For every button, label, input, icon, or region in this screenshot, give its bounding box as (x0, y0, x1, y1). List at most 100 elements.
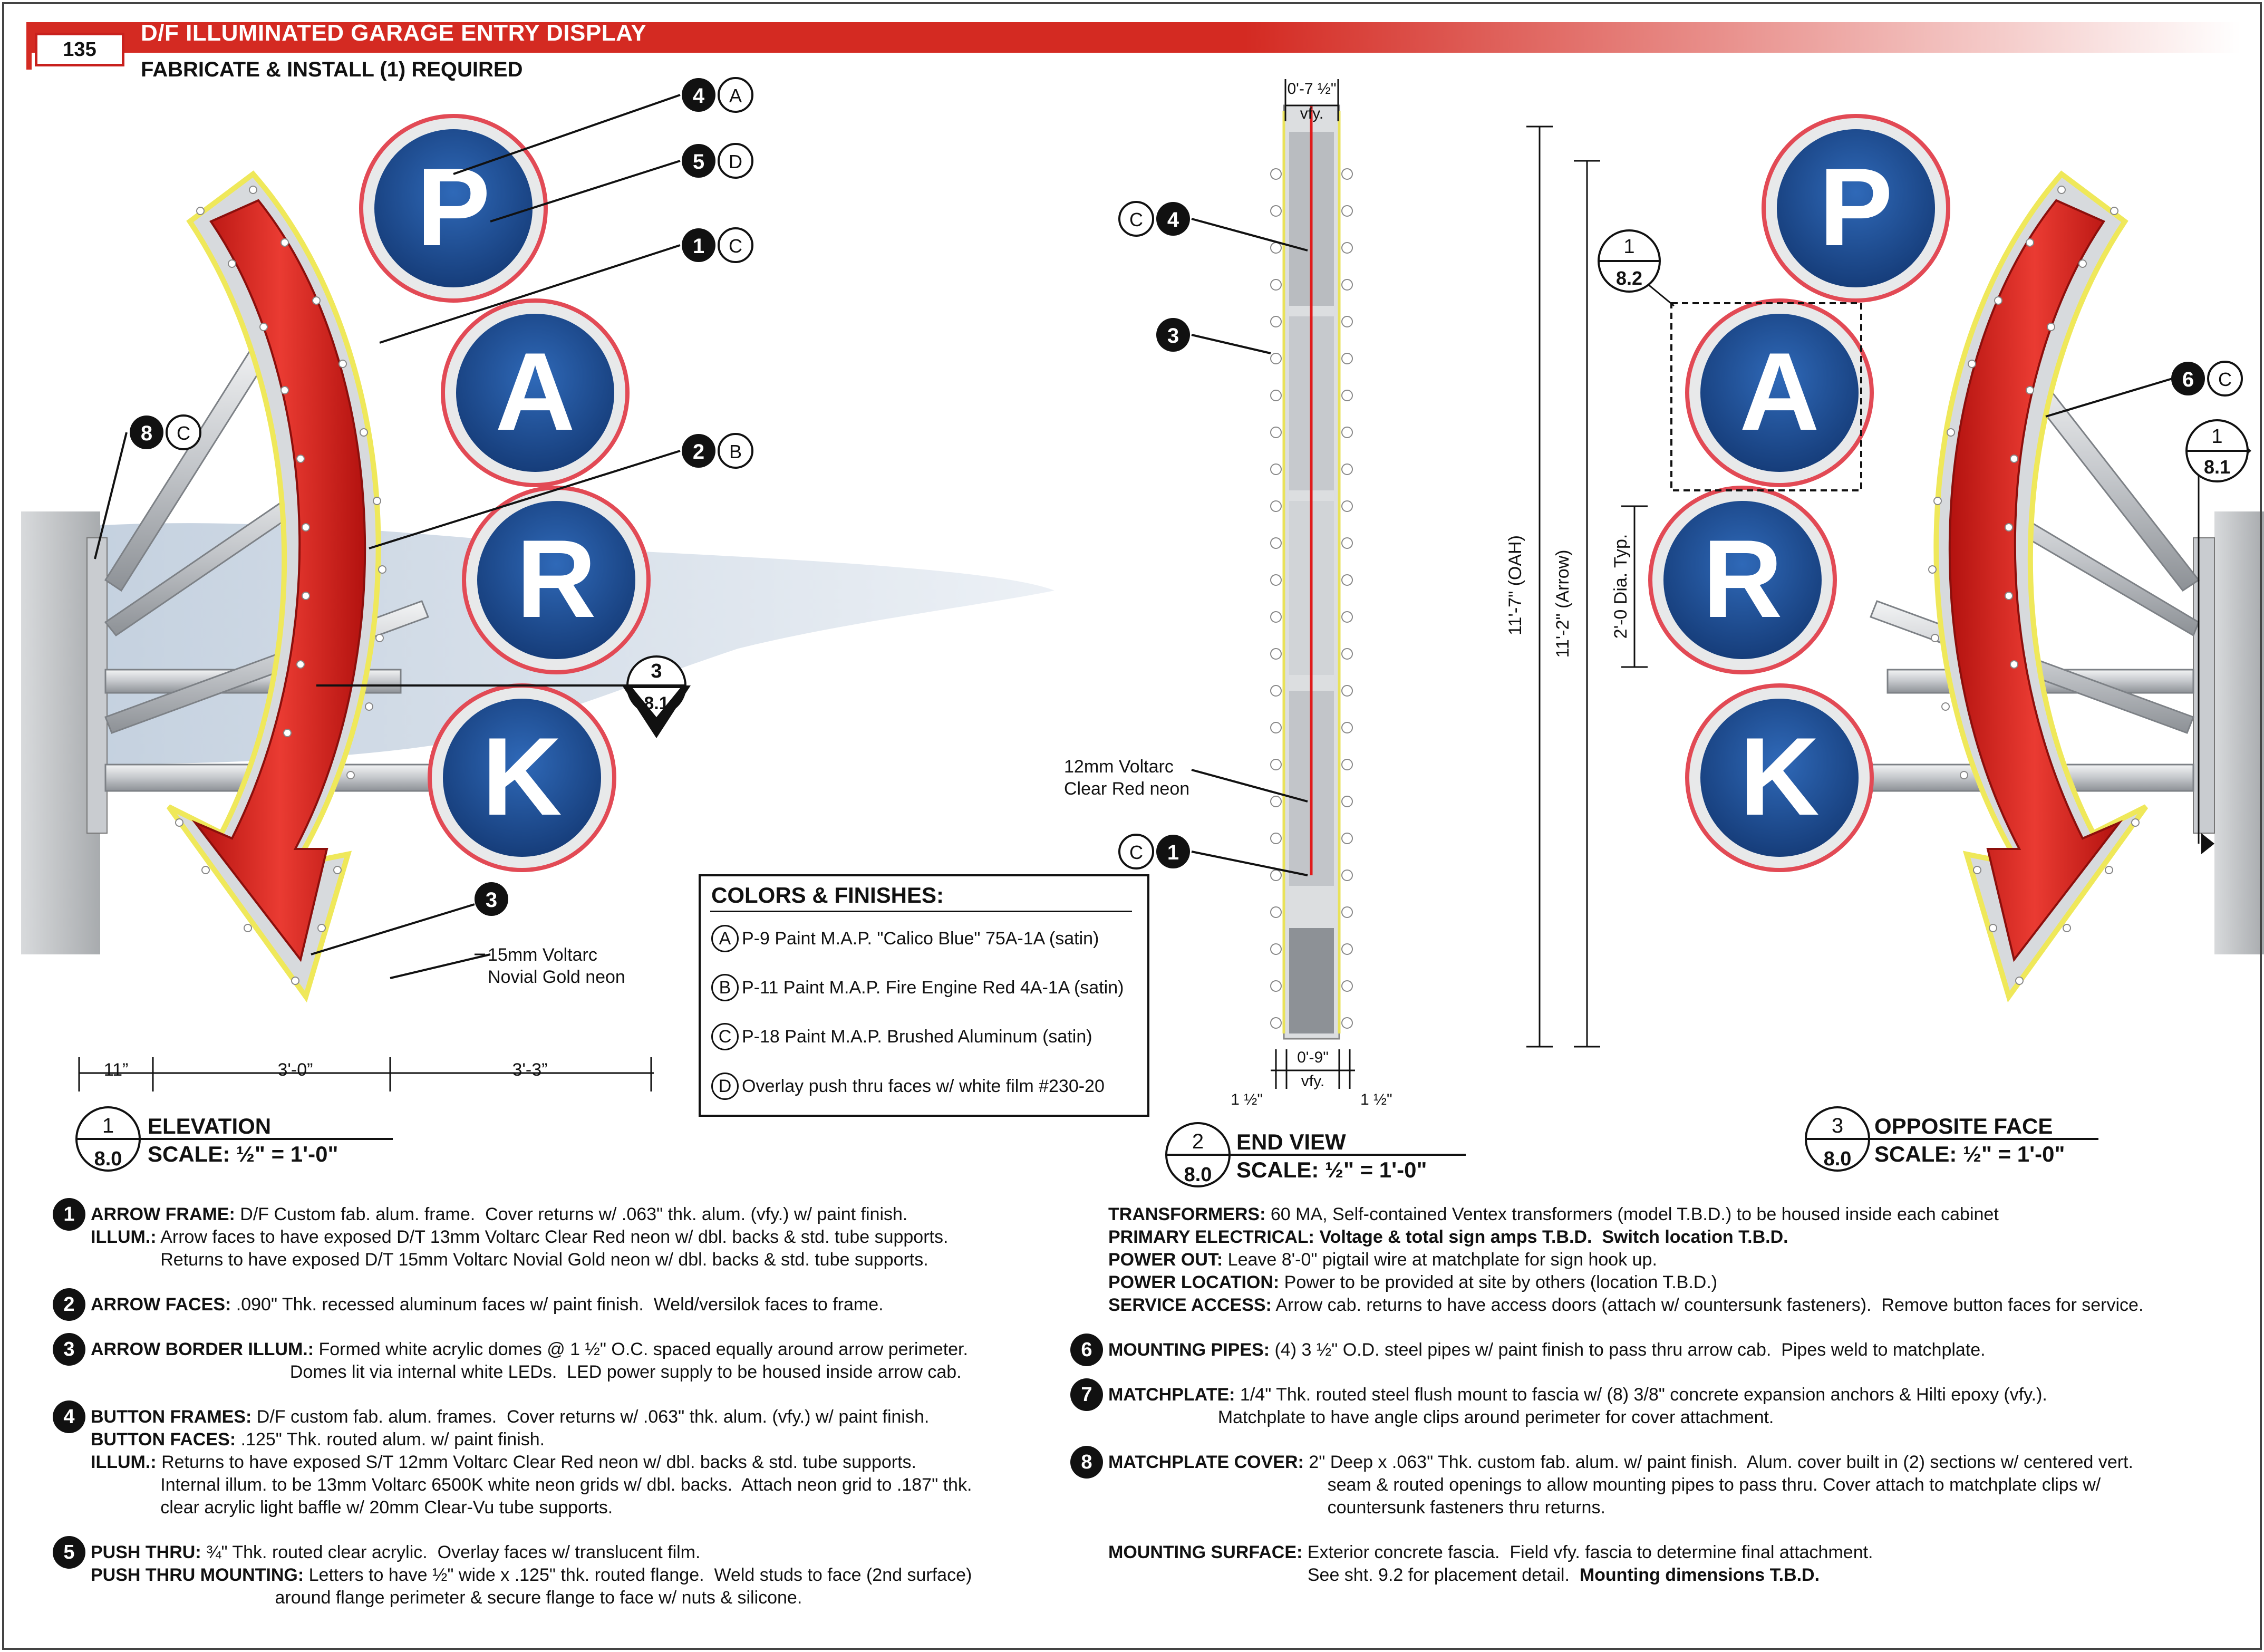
arrow-face (191, 199, 366, 962)
svg-text:2: 2 (1192, 1130, 1204, 1153)
note-line: Returns to have exposed D/T 15mm Voltarc… (91, 1250, 928, 1270)
end-bot-vfy: vfy. (1301, 1073, 1324, 1090)
note-line: POWER OUT: Leave 8'-0" pigtail wire at m… (1108, 1250, 1657, 1270)
leader-lines (94, 94, 681, 979)
end-callout-c4: C 4 (1118, 201, 1190, 237)
note-line: See sht. 9.2 for placement detail. Mount… (1108, 1565, 1820, 1585)
detail-box (1670, 302, 1862, 491)
dim-oah: 11'-7" (OAH) (1505, 535, 1525, 635)
svg-text:END VIEW: END VIEW (1236, 1129, 1346, 1154)
left-note-number: 4 (53, 1400, 85, 1433)
left-note-number: 1 (53, 1198, 85, 1231)
page-title: D/F ILLUMINATED GARAGE ENTRY DISPLAY (141, 20, 647, 46)
opp-button-r: R (1648, 486, 1837, 674)
right-note-number: 8 (1070, 1446, 1103, 1479)
svg-text:1: 1 (1167, 841, 1179, 864)
svg-text:8.0: 8.0 (1824, 1148, 1852, 1170)
opposite-face-view: 11'-7" (OAH) 11'-2" (Arrow) 2'-0 Dia. Ty… (1505, 114, 2264, 1172)
note-line: clear acrylic light baffle w/ 20mm Clear… (91, 1498, 613, 1518)
elevation-dimensions (78, 1057, 654, 1091)
button-letter-r: R (516, 517, 596, 641)
opp-button-p: P (1762, 114, 1950, 303)
end-callout-c1: C 1 (1118, 834, 1190, 870)
left-note-number: 2 (53, 1288, 85, 1321)
section-mark-1-8-1: 1 8.1 (2185, 419, 2251, 854)
right-note-number: 7 (1070, 1378, 1103, 1411)
callout-4a: 4 A (682, 77, 753, 113)
svg-text:3: 3 (486, 888, 497, 912)
svg-text:1: 1 (2211, 426, 2222, 448)
note-line: PRIMARY ELECTRICAL: Voltage & total sign… (1108, 1227, 1788, 1247)
arrow-border-domes (175, 186, 386, 985)
end-callout-3: 3 (1156, 318, 1190, 352)
page-subtitle: FABRICATE & INSTALL (1) REQUIRED (141, 58, 523, 81)
svg-text:4: 4 (1167, 208, 1179, 231)
end-top-dim: 0'-7 ½" (1287, 80, 1336, 98)
view-title-opposite-face: 3 8.0 OPPOSITE FACE SCALE: ½" = 1'-0" (1805, 1106, 2098, 1172)
svg-text:1: 1 (1623, 236, 1634, 258)
svg-text:OPPOSITE FACE: OPPOSITE FACE (1874, 1114, 2053, 1138)
note-line: around flange perimeter & secure flange … (91, 1588, 802, 1608)
button-r: R (462, 486, 651, 674)
svg-text:SCALE: ½" = 1'-0": SCALE: ½" = 1'-0" (1874, 1142, 2065, 1166)
end-right-dim: 1 ½" (1360, 1091, 1392, 1108)
left-note-1: 1 ARROW FRAME: D/F Custom fab. alum. fram… (53, 1198, 948, 1271)
left-note-number: 5 (53, 1536, 85, 1569)
right-note-5: MOUNTING SURFACE: Exterior concrete fasc… (1108, 1541, 1873, 1587)
note-line: ARROW FRAME: D/F Custom fab. alum. frame… (91, 1204, 908, 1224)
end-view: 0'-7 ½" vfy. 0'-9" vfy. 1 ½" 1 ½" (1064, 79, 1466, 1187)
svg-text:R: R (1702, 517, 1783, 641)
neon-red-label-2: Clear Red neon (1064, 779, 1189, 799)
svg-text:A: A (729, 85, 742, 107)
note-line: PUSH THRU: ¾" Thk. routed clear acrylic.… (91, 1542, 701, 1562)
svg-text:D: D (729, 151, 742, 172)
sheet-number: 135 (35, 33, 124, 66)
callout-5d: 5 D (682, 143, 753, 179)
view-title-elevation: 1 8.0 ELEVATION SCALE: ½" = 1'-0" (75, 1106, 393, 1172)
legend-item-b: B P-11 Paint M.A.P. Fire Engine Red 4A-1… (711, 974, 1124, 1001)
svg-text:6: 6 (2182, 368, 2194, 391)
note-line: seam & routed openings to allow mounting… (1108, 1475, 2101, 1495)
matchplate-cover (86, 537, 108, 834)
button-letter-k: K (482, 714, 562, 838)
svg-text:C: C (177, 422, 190, 444)
note-line: MOUNTING SURFACE: Exterior concrete fasc… (1108, 1542, 1873, 1562)
right-note-1: TRANSFORMERS: 60 MA, Self-contained Vent… (1108, 1203, 2143, 1317)
neon-gold-label-1: 15mm Voltarc (488, 945, 597, 965)
dim-arrow-height: 11'-2" (Arrow) (1553, 550, 1573, 658)
callout-3: 3 (475, 882, 508, 916)
svg-text:4: 4 (693, 84, 705, 108)
dim-3-0: 3'-0” (278, 1060, 313, 1080)
legend-item-a: A P-9 Paint M.A.P. "Calico Blue" 75A-1A … (711, 925, 1099, 952)
svg-text:K: K (1739, 714, 1820, 838)
note-line: Matchplate to have angle clips around pe… (1108, 1407, 1774, 1427)
callout-2b: 2 B (682, 433, 753, 469)
note-line: Internal illum. to be 13mm Voltarc 6500K… (91, 1475, 972, 1495)
dim-11: 11” (104, 1060, 129, 1080)
elevation-view: P A R K (21, 77, 1054, 1172)
svg-text:C: C (1129, 842, 1143, 863)
note-line: MATCHPLATE COVER: 2" Deep x .063" Thk. c… (1108, 1452, 2133, 1472)
note-line: ARROW FACES: .090" Thk. recessed aluminu… (91, 1294, 884, 1315)
button-a: A (441, 298, 630, 487)
view-title-end-view: 2 8.0 END VIEW SCALE: ½" = 1'-0" (1165, 1122, 1466, 1187)
note-line: MOUNTING PIPES: (4) 3 ½" O.D. steel pipe… (1108, 1340, 1986, 1360)
svg-text:B: B (729, 441, 742, 462)
left-note-2: 2 ARROW FACES: .090" Thk. recessed alumin… (53, 1288, 884, 1321)
note-line: ARROW BORDER ILLUM.: Formed white acryli… (91, 1339, 968, 1359)
end-left-dim: 1 ½" (1231, 1091, 1263, 1108)
end-bot-dim: 0'-9" (1297, 1049, 1329, 1066)
opp-button-k: K (1685, 683, 1874, 872)
button-p: P (359, 114, 548, 303)
note-line: countersunk fasteners thru returns. (1108, 1498, 1605, 1518)
legend-item-c: C P-18 Paint M.A.P. Brushed Aluminum (sa… (711, 1023, 1092, 1050)
header-bar (26, 22, 2241, 70)
svg-text:C: C (1129, 209, 1143, 230)
